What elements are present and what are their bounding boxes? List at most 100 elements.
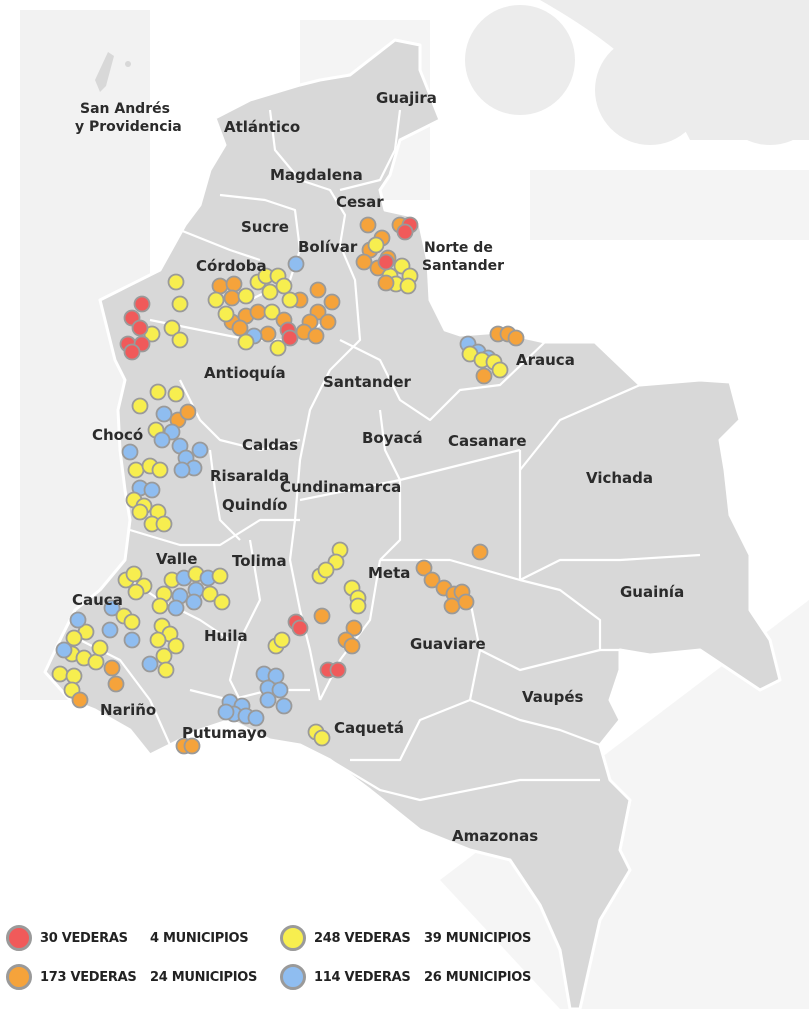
map-dot-yellow [269, 339, 287, 357]
map-dot-yellow [127, 583, 145, 601]
map-dot-yellow [317, 561, 335, 579]
providencia-island [125, 61, 131, 67]
map-dot-yellow [201, 585, 219, 603]
legend-blue-veredas: 114 VEDERAS [314, 969, 411, 985]
map-dot-yellow [149, 631, 167, 649]
map-dot-yellow [237, 287, 255, 305]
map-dot-orange [103, 659, 121, 677]
map-dot-yellow [237, 333, 255, 351]
map-dot-orange [319, 313, 337, 331]
map-dot-orange [377, 274, 395, 292]
map-dot-yellow [213, 593, 231, 611]
label-providencia: y Providencia [75, 119, 182, 135]
map-dot-yellow [123, 613, 141, 631]
map-dot-blue [153, 431, 171, 449]
legend-item-orange: 173 VEDERAS 24 MUNICIPIOS [6, 964, 257, 990]
map-dot-yellow [261, 283, 279, 301]
label-guainia: Guainía [620, 583, 684, 601]
map-dot-blue [217, 703, 235, 721]
label-guaviare: Guaviare [410, 635, 486, 653]
map-dot-blue [123, 631, 141, 649]
map-dot-orange [475, 367, 493, 385]
legend-item-yellow: 248 VEDERAS 39 MUNICIPIOS [280, 925, 531, 951]
label-vaupes: Vaupés [522, 688, 584, 706]
label-choco: Chocó [92, 426, 143, 444]
map-dot-yellow [163, 319, 181, 337]
label-santander: Santander [323, 373, 411, 391]
map-dot-blue [143, 481, 161, 499]
map-dot-yellow [157, 661, 175, 679]
map-dot-orange [211, 277, 229, 295]
map-dot-orange [471, 543, 489, 561]
map-dot-yellow [275, 277, 293, 295]
map-dot-red [281, 329, 299, 347]
legend-orange-veredas: 173 VEDERAS [40, 969, 137, 985]
legend-red-dot [6, 925, 32, 951]
map-dot-blue [185, 593, 203, 611]
map-dot-red [131, 319, 149, 337]
map-dot-orange [443, 597, 461, 615]
map-dot-yellow [211, 567, 229, 585]
legend-blue-dot [280, 964, 306, 990]
label-caldas: Caldas [242, 436, 298, 454]
map-dot-yellow [87, 653, 105, 671]
map-dot-yellow [349, 597, 367, 615]
map-dot-red [123, 343, 141, 361]
legend-item-blue: 114 VEDERAS 26 MUNICIPIOS [280, 964, 531, 990]
map-dot-yellow [91, 639, 109, 657]
label-bolivar: Bolívar [298, 238, 358, 256]
map-dot-blue [287, 255, 305, 273]
label-cordoba: Córdoba [196, 257, 267, 275]
map-dot-orange [225, 275, 243, 293]
map-dot-yellow [127, 461, 145, 479]
label-putumayo: Putumayo [182, 724, 267, 742]
map-dot-orange [309, 281, 327, 299]
legend-orange-dot [6, 964, 32, 990]
label-amazonas: Amazonas [452, 827, 538, 845]
label-sucre: Sucre [241, 218, 289, 236]
label-cauca: Cauca [72, 591, 123, 609]
label-narino: Nariño [100, 701, 156, 719]
project-dots [51, 216, 525, 755]
map-dot-orange [71, 691, 89, 709]
label-quindio: Quindío [222, 496, 287, 514]
map-dot-yellow [149, 383, 167, 401]
legend-yellow-dot [280, 925, 306, 951]
san-andres-island [95, 52, 114, 92]
map-dot-yellow [125, 565, 143, 583]
map-dot-yellow [263, 303, 281, 321]
map-dot-orange [313, 607, 331, 625]
map-dot-blue [173, 461, 191, 479]
map-dot-orange [423, 571, 441, 589]
label-caqueta: Caquetá [334, 719, 404, 737]
map-dot-yellow [491, 361, 509, 379]
map-dot-yellow [151, 597, 169, 615]
map-dot-blue [167, 599, 185, 617]
legend-red-veredas: 30 VEDERAS [40, 930, 128, 946]
map-dot-orange [345, 619, 363, 637]
legend-blue-municipios: 26 MUNICIPIOS [424, 969, 532, 985]
map-dot-orange [457, 593, 475, 611]
map-dot-yellow [171, 331, 189, 349]
map-dot-blue [247, 709, 265, 727]
map-dot-orange [259, 325, 277, 343]
map-dot-orange [307, 327, 325, 345]
map-dot-yellow [217, 305, 235, 323]
map-dot-red [377, 253, 395, 271]
map-dot-yellow [131, 503, 149, 521]
label-magdalena: Magdalena [270, 166, 363, 184]
label-antioquia: Antioquía [204, 364, 286, 382]
map-dot-red [291, 619, 309, 637]
legend-yellow-municipios: 39 MUNICIPIOS [424, 930, 532, 946]
map-dot-yellow [65, 667, 83, 685]
legend-item-red: 30 VEDERAS 4 MUNICIPIOS [6, 925, 249, 951]
map-dot-yellow [51, 665, 69, 683]
map-dot-yellow [281, 291, 299, 309]
label-boyaca: Boyacá [362, 429, 423, 447]
map-dot-orange [107, 675, 125, 693]
legend-red-municipios: 4 MUNICIPIOS [150, 930, 249, 946]
map-dot-blue [141, 655, 159, 673]
legend-yellow-veredas: 248 VEDERAS [314, 930, 411, 946]
